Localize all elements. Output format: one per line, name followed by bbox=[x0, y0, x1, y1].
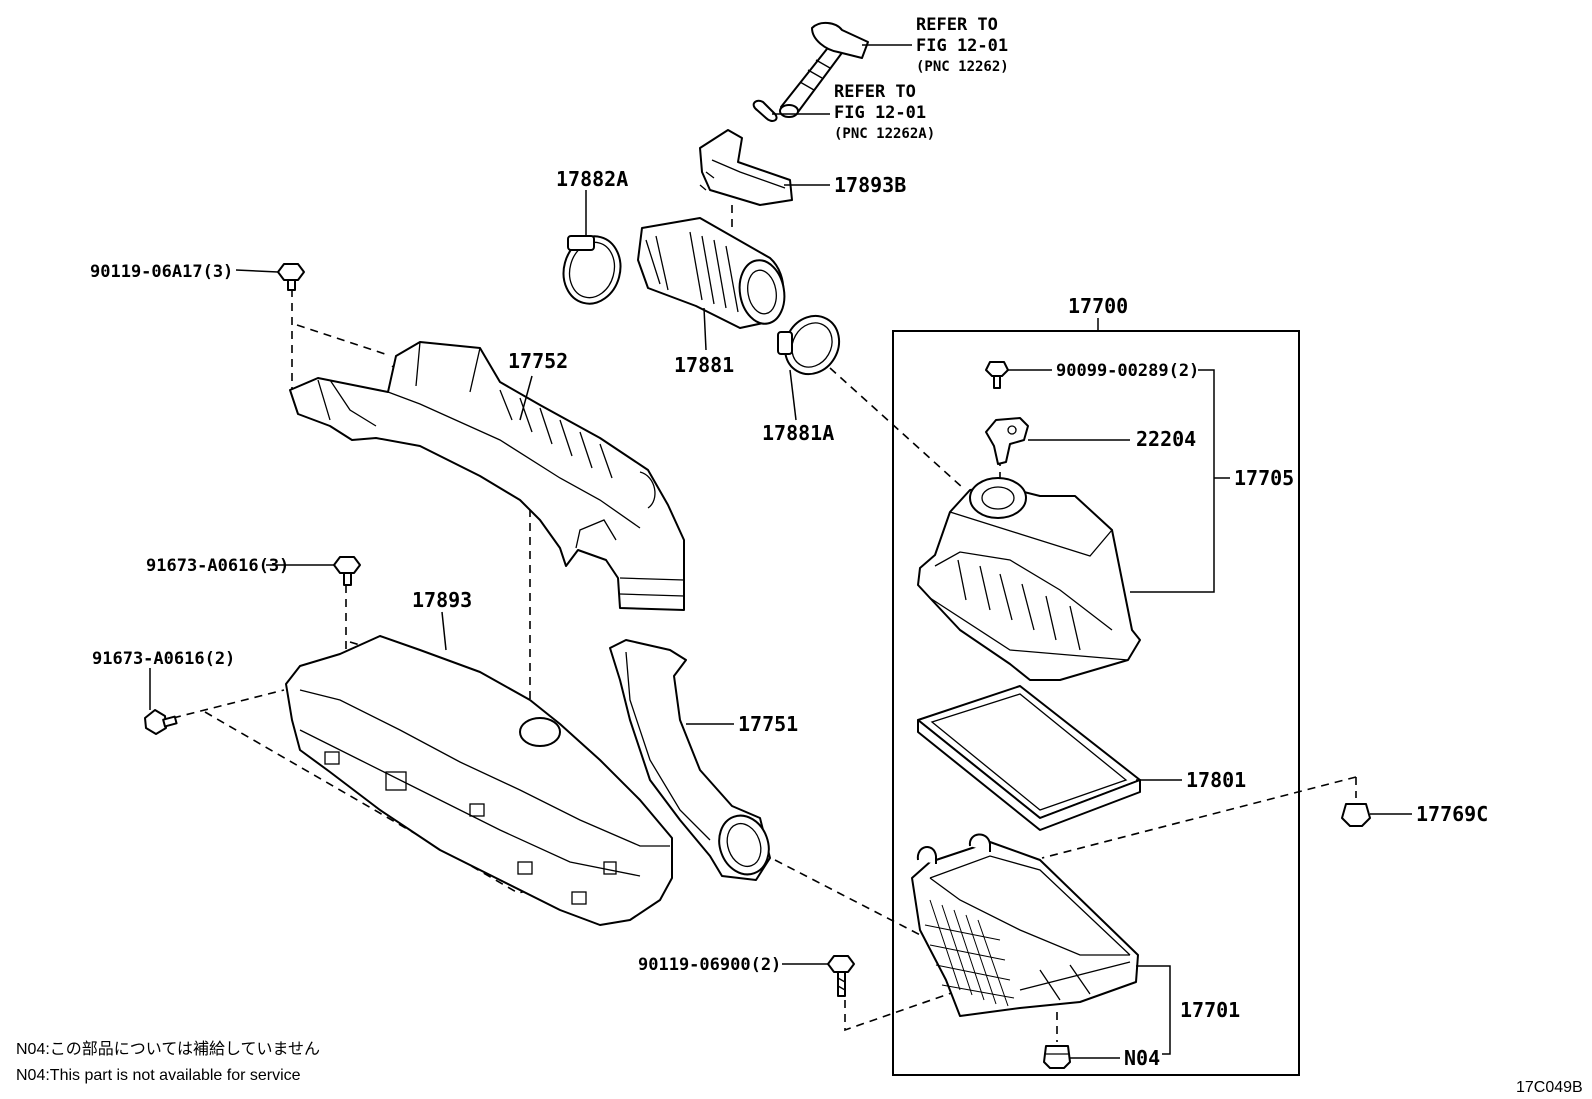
leader-lines bbox=[149, 44, 1412, 1059]
label-17881A: 17881A bbox=[762, 421, 834, 445]
label-17881: 17881 bbox=[674, 353, 734, 377]
part-22204-sensor bbox=[985, 417, 1029, 465]
bolt-90119-06A17 bbox=[277, 263, 305, 291]
part-17881A-clamp bbox=[777, 314, 841, 376]
part-17893B bbox=[699, 129, 793, 206]
part-17705-upper-case bbox=[917, 477, 1141, 681]
label-N04: N04 bbox=[1124, 1046, 1160, 1070]
refer-line: REFER TO bbox=[916, 15, 998, 35]
screw-90099-00289 bbox=[985, 361, 1009, 389]
refer-fig: FIG 12-01 bbox=[834, 103, 926, 123]
label-17882A: 17882A bbox=[556, 167, 628, 191]
part-N04-grommet bbox=[1043, 1045, 1071, 1069]
refer-fig: FIG 12-01 bbox=[916, 36, 1008, 56]
part-17801-filter bbox=[917, 685, 1141, 831]
label-17705: 17705 bbox=[1234, 466, 1294, 490]
label-91673-A0616-3: 91673-A0616(3) bbox=[146, 556, 289, 576]
label-17752: 17752 bbox=[508, 349, 568, 373]
note-japanese: N04:この部品については補給していません bbox=[16, 1040, 320, 1058]
label-17801: 17801 bbox=[1186, 768, 1246, 792]
hose-12262-reference bbox=[752, 22, 869, 122]
label-22204: 22204 bbox=[1136, 427, 1196, 451]
label-90099-00289: 90099-00289(2) bbox=[1056, 361, 1199, 381]
refer-pnc: (PNC 12262) bbox=[916, 59, 1009, 75]
note-english: N04:This part is not available for servi… bbox=[16, 1067, 301, 1084]
part-17893-resonator bbox=[285, 635, 673, 926]
label-17769C: 17769C bbox=[1416, 802, 1488, 826]
label-90119-06A17: 90119-06A17(3) bbox=[90, 262, 233, 282]
bolt-91673-A0616-2 bbox=[144, 709, 178, 735]
label-17701: 17701 bbox=[1180, 998, 1240, 1022]
label-90119-06900: 90119-06900(2) bbox=[638, 955, 781, 975]
reference-label-12262: REFER TO FIG 12-01 (PNC 12262) bbox=[916, 15, 1009, 75]
bolt-90119-06900 bbox=[827, 955, 855, 997]
reference-label-12262A: REFER TO FIG 12-01 (PNC 12262A) bbox=[834, 82, 935, 142]
label-17700: 17700 bbox=[1068, 294, 1128, 318]
figure-code: 17C049B bbox=[1516, 1079, 1583, 1096]
refer-pnc: (PNC 12262A) bbox=[834, 126, 935, 142]
refer-line: REFER TO bbox=[834, 82, 916, 102]
part-17701-lower-case bbox=[911, 833, 1139, 1017]
part-17769C-clip bbox=[1341, 803, 1371, 827]
part-17752-duct bbox=[289, 341, 685, 611]
part-17881-hose bbox=[637, 217, 786, 329]
label-91673-A0616-2: 91673-A0616(2) bbox=[92, 649, 235, 669]
label-17893: 17893 bbox=[412, 588, 472, 612]
part-17751-duct bbox=[609, 639, 771, 881]
bolt-91673-A0616-3 bbox=[333, 556, 361, 586]
assembly-17700-frame bbox=[892, 330, 1300, 1076]
label-17751: 17751 bbox=[738, 712, 798, 736]
part-17882A-clamp bbox=[562, 235, 622, 305]
label-17893B: 17893B bbox=[834, 173, 906, 197]
